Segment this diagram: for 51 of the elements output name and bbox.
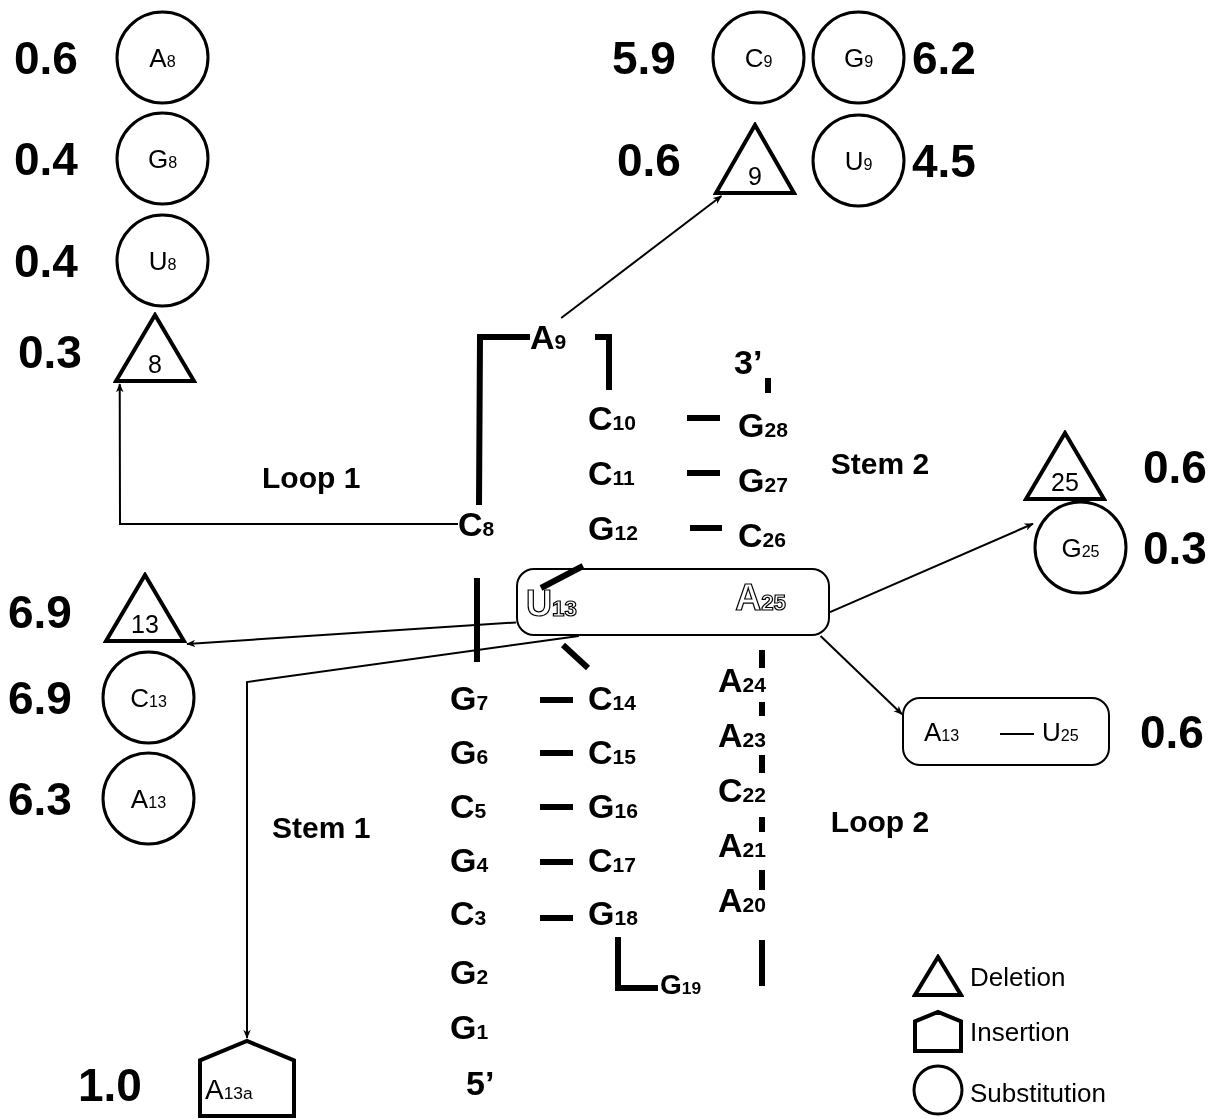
substitution-circle bbox=[101, 751, 196, 846]
value-label: 0.4 bbox=[14, 133, 78, 184]
substitution-circle bbox=[1033, 500, 1128, 595]
substitution-circle bbox=[101, 650, 196, 745]
value-label: 0.3 bbox=[1143, 522, 1207, 573]
substitution-circle bbox=[811, 113, 906, 208]
value-label: 4.5 bbox=[912, 135, 976, 186]
arrow bbox=[829, 522, 1034, 614]
value-label: 6.9 bbox=[8, 587, 72, 637]
rounded-box bbox=[516, 568, 830, 636]
arrow bbox=[243, 635, 580, 1039]
region-label: Loop 1 bbox=[262, 460, 361, 496]
region-label: Loop 2 bbox=[830, 804, 930, 840]
substitution-circle bbox=[711, 10, 806, 105]
deletion-triangle bbox=[103, 572, 187, 644]
arrow bbox=[560, 195, 723, 319]
backbone-line bbox=[476, 334, 530, 506]
substitution-circle bbox=[115, 213, 210, 308]
deletion-triangle bbox=[1023, 430, 1107, 502]
region-label: Stem 2 bbox=[830, 446, 930, 482]
position-number: 13 bbox=[131, 612, 159, 637]
deletion-triangle bbox=[113, 312, 197, 384]
position-number: 8 bbox=[148, 352, 162, 377]
rounded-box bbox=[902, 697, 1110, 766]
nucleotide-label: 5’ bbox=[466, 1065, 495, 1101]
region-label: Stem 1 bbox=[272, 810, 371, 846]
value-label: 6.2 bbox=[912, 32, 976, 83]
arrow bbox=[116, 383, 459, 525]
legend-label: Substitution bbox=[970, 1078, 1106, 1108]
substitution-circle bbox=[115, 10, 210, 105]
deletion-triangle bbox=[713, 122, 797, 196]
value-label: 0.6 bbox=[1143, 442, 1207, 492]
position-number: 25 bbox=[1051, 470, 1079, 495]
position-number: 9 bbox=[748, 164, 762, 189]
value-label: 0.4 bbox=[14, 235, 78, 286]
value-label: 0.6 bbox=[1140, 706, 1204, 757]
legend-label: Insertion bbox=[970, 1017, 1070, 1047]
value-label: 5.9 bbox=[612, 32, 676, 83]
value-label: 6.9 bbox=[8, 672, 72, 723]
value-label: 0.6 bbox=[14, 32, 78, 83]
substitution-circle bbox=[811, 10, 906, 105]
insertion-pentagon bbox=[197, 1038, 297, 1118]
value-label: 6.3 bbox=[8, 773, 72, 824]
arrow bbox=[186, 621, 517, 648]
value-label: 0.6 bbox=[617, 135, 681, 185]
nucleotide-label: 3’ bbox=[734, 344, 763, 380]
substitution-circle bbox=[115, 111, 210, 206]
legend-label: Deletion bbox=[970, 962, 1066, 992]
arrow bbox=[819, 635, 903, 716]
value-label: 0.3 bbox=[18, 327, 82, 377]
value-label: 1.0 bbox=[78, 1060, 142, 1110]
